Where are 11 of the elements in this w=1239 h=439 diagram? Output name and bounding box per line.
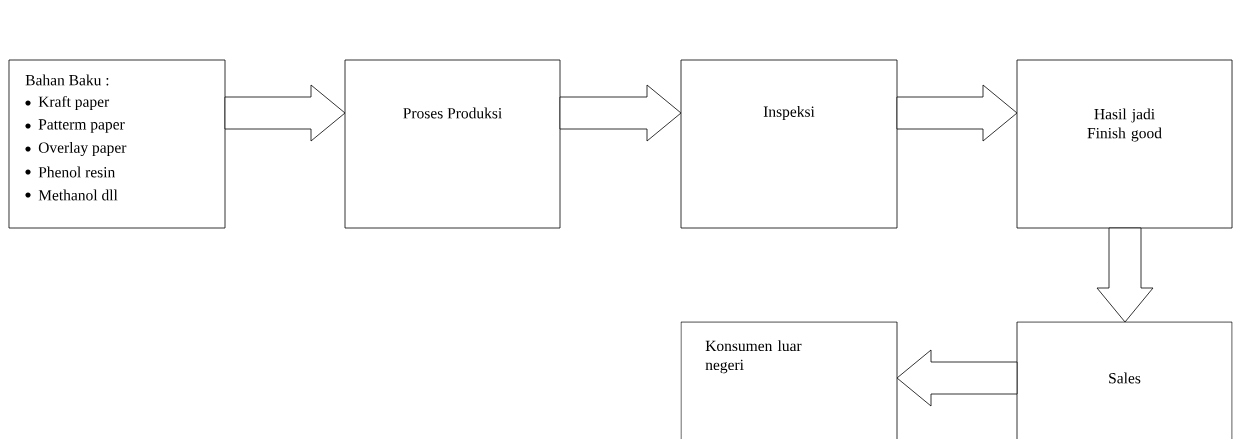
process-box: Hasil jadi Finish good — [1016, 59, 1233, 229]
block-arrow — [896, 349, 1018, 407]
process-box: Konsumen luar negeri — [680, 321, 898, 439]
process-box: Sales — [1016, 321, 1233, 439]
block-arrow — [559, 84, 682, 142]
block-arrow — [896, 84, 1018, 142]
block-arrow — [1096, 227, 1154, 323]
block-arrow — [224, 84, 346, 142]
process-box: Inspeksi — [680, 59, 898, 229]
process-box: Bahan Baku : Kraft paper Patterm paper Overlay paper Phenol resin Methanol dll — [8, 59, 226, 229]
process-box: Proses Produksi — [344, 59, 561, 229]
